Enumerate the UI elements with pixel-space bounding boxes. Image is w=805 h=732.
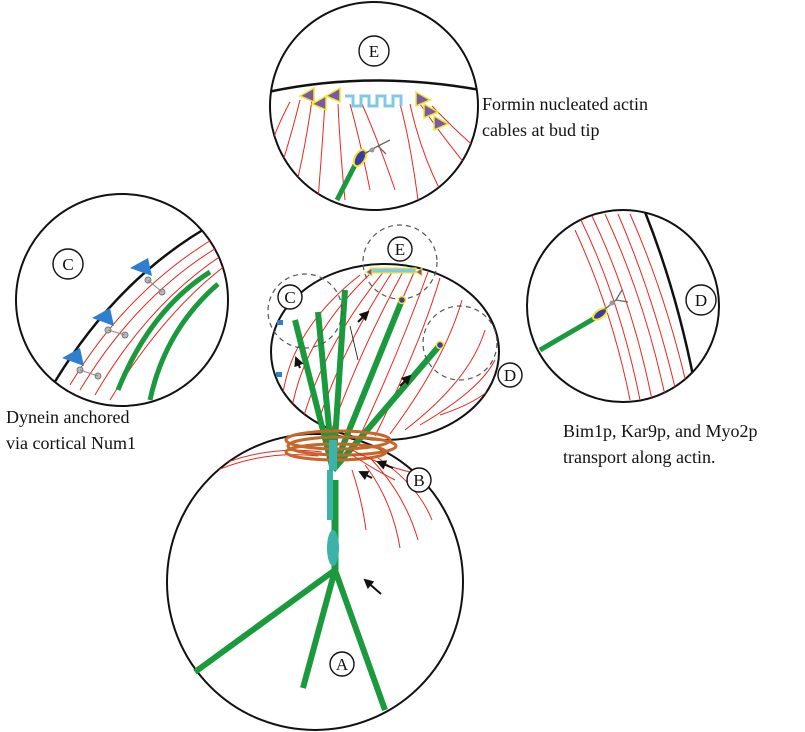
formin-caption: Formin nucleated actin cables at bud tip bbox=[482, 91, 648, 143]
label-e-cell-text: E bbox=[395, 240, 405, 259]
inset-d: D bbox=[527, 210, 719, 402]
bim1p-caption: Bim1p, Kar9p, and Myo2p transport along … bbox=[563, 418, 757, 470]
dynein-caption-line-1: Dynein anchored bbox=[6, 404, 136, 430]
label-b-text: B bbox=[413, 471, 424, 490]
label-d-inset: D bbox=[686, 285, 716, 315]
formin-caption-line-2: cables at bud tip bbox=[482, 117, 648, 143]
label-e-inset-text: E bbox=[369, 42, 379, 61]
label-c-cell-text: C bbox=[284, 288, 295, 307]
label-d-inset-text: D bbox=[695, 291, 707, 310]
inset-e: E bbox=[268, 2, 480, 210]
label-b: B bbox=[407, 468, 431, 492]
bim1p-caption-line-1: Bim1p, Kar9p, and Myo2p bbox=[563, 418, 757, 444]
dynein-caption-line-2: via cortical Num1 bbox=[6, 430, 136, 456]
label-d-cell-text: D bbox=[504, 366, 516, 385]
label-e-cell: E bbox=[388, 237, 412, 261]
inset-c: C bbox=[16, 194, 230, 406]
label-a: A bbox=[330, 652, 354, 676]
label-d-cell: D bbox=[498, 363, 522, 387]
dynein-caption: Dynein anchored via cortical Num1 bbox=[6, 404, 136, 456]
label-c-inset-text: C bbox=[62, 255, 73, 274]
label-a-text: A bbox=[336, 655, 349, 674]
label-c-cell: C bbox=[278, 285, 302, 309]
label-e-inset: E bbox=[359, 36, 389, 66]
bim1p-caption-line-2: transport along actin. bbox=[563, 444, 757, 470]
label-c-inset: C bbox=[53, 249, 83, 279]
formin-caption-line-1: Formin nucleated actin bbox=[482, 91, 648, 117]
